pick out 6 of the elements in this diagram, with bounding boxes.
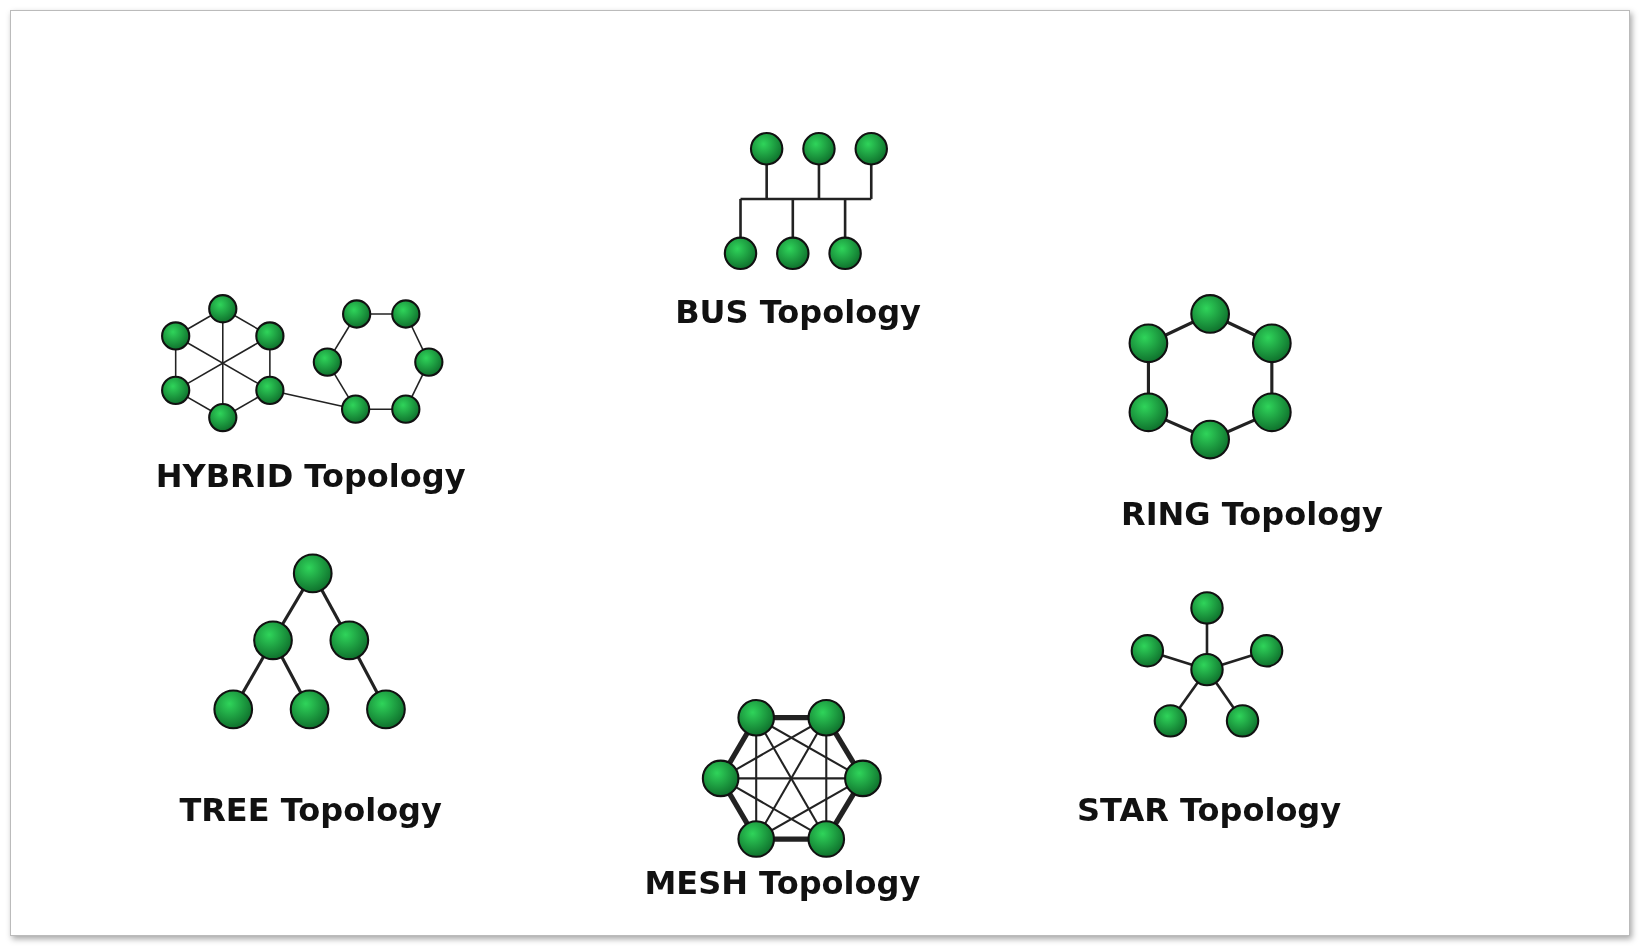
topology-caption: HYBRID Topology xyxy=(155,456,466,495)
topology-caption: TREE Topology xyxy=(179,790,442,829)
topology-caption: MESH Topology xyxy=(644,863,921,902)
topology-caption: RING Topology xyxy=(1121,494,1383,533)
topology-caption: BUS Topology xyxy=(675,292,921,331)
topology-caption: STAR Topology xyxy=(1077,790,1342,829)
